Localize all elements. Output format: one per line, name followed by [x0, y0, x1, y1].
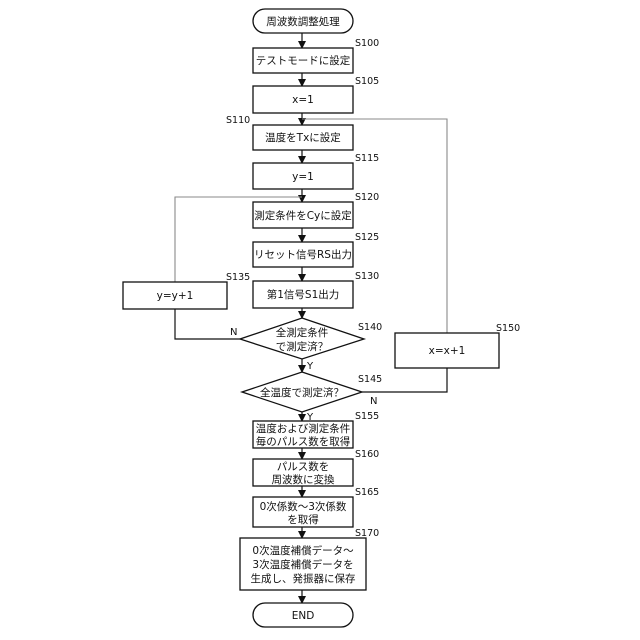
svg-text:テストモードに設定: テストモードに設定 — [256, 54, 351, 67]
step-s165: 0次係数～3次係数 を取得 S165 — [253, 487, 379, 527]
svg-text:で測定済？: で測定済？ — [276, 340, 329, 353]
svg-text:生成し、発振器に保存: 生成し、発振器に保存 — [251, 572, 356, 585]
svg-text:第1信号S1出力: 第1信号S1出力 — [267, 288, 340, 301]
step-s105: x=1 S105 — [253, 76, 379, 113]
step-id: S110 — [226, 115, 250, 126]
step-s150: x=x+1 S150 — [395, 323, 520, 368]
no-label: N — [230, 327, 237, 338]
svg-text:全温度で測定済？: 全温度で測定済？ — [260, 386, 344, 399]
step-s130: 第1信号S1出力 S130 — [253, 271, 379, 308]
svg-text:3次温度補償データを: 3次温度補償データを — [252, 558, 353, 571]
end-label: END — [292, 610, 315, 622]
step-id: S155 — [355, 411, 379, 422]
step-id: S170 — [355, 528, 379, 539]
step-s110: 温度をTxに設定 S110 — [226, 115, 353, 150]
no-label: N — [370, 396, 377, 407]
svg-text:x=1: x=1 — [292, 94, 314, 106]
step-id: S125 — [355, 232, 379, 243]
svg-text:測定条件をCyに設定: 測定条件をCyに設定 — [254, 209, 352, 222]
end-terminator: END — [253, 603, 353, 627]
svg-text:を取得: を取得 — [287, 514, 319, 526]
step-s170: 0次温度補償データ～ 3次温度補償データを 生成し、発振器に保存 S170 — [240, 528, 379, 590]
step-id: S150 — [496, 323, 520, 334]
step-id: S105 — [355, 76, 379, 87]
step-id: S145 — [358, 374, 382, 385]
svg-text:温度をTxに設定: 温度をTxに設定 — [265, 131, 341, 144]
start-label: 周波数調整処理 — [266, 15, 340, 28]
svg-text:全測定条件: 全測定条件 — [276, 326, 329, 339]
svg-text:毎のパルス数を取得: 毎のパルス数を取得 — [256, 435, 351, 448]
yes-label: Y — [306, 361, 314, 372]
step-s155: 温度および測定条件 毎のパルス数を取得 S155 — [253, 411, 379, 448]
step-id: S140 — [358, 322, 382, 333]
svg-text:周波数に変換: 周波数に変換 — [272, 473, 335, 486]
svg-text:0次温度補償データ～: 0次温度補償データ～ — [252, 544, 354, 557]
step-id: S100 — [355, 38, 379, 49]
step-s135: y=y+1 S135 — [123, 272, 250, 309]
step-id: S135 — [226, 272, 250, 283]
decision-s140: 全測定条件 で測定済？ S140 N Y — [230, 318, 382, 372]
step-id: S160 — [355, 449, 379, 460]
step-s100: テストモードに設定 S100 — [253, 38, 379, 73]
step-id: S115 — [355, 153, 379, 164]
step-id: S130 — [355, 271, 379, 282]
step-id: S120 — [355, 192, 379, 203]
svg-text:温度および測定条件: 温度および測定条件 — [256, 422, 351, 435]
step-s125: リセット信号RS出力 S125 — [253, 232, 379, 267]
start-terminator: 周波数調整処理 — [253, 9, 353, 33]
svg-text:0次係数～3次係数: 0次係数～3次係数 — [260, 500, 347, 513]
step-s160: パルス数を 周波数に変換 S160 — [253, 449, 379, 486]
step-s115: y=1 S115 — [253, 153, 379, 189]
svg-text:x=x+1: x=x+1 — [429, 345, 466, 357]
svg-text:y=y+1: y=y+1 — [157, 290, 194, 302]
svg-text:パルス数を: パルス数を — [277, 460, 330, 473]
svg-text:y=1: y=1 — [292, 171, 314, 183]
svg-text:リセット信号RS出力: リセット信号RS出力 — [254, 248, 352, 261]
step-id: S165 — [355, 487, 379, 498]
